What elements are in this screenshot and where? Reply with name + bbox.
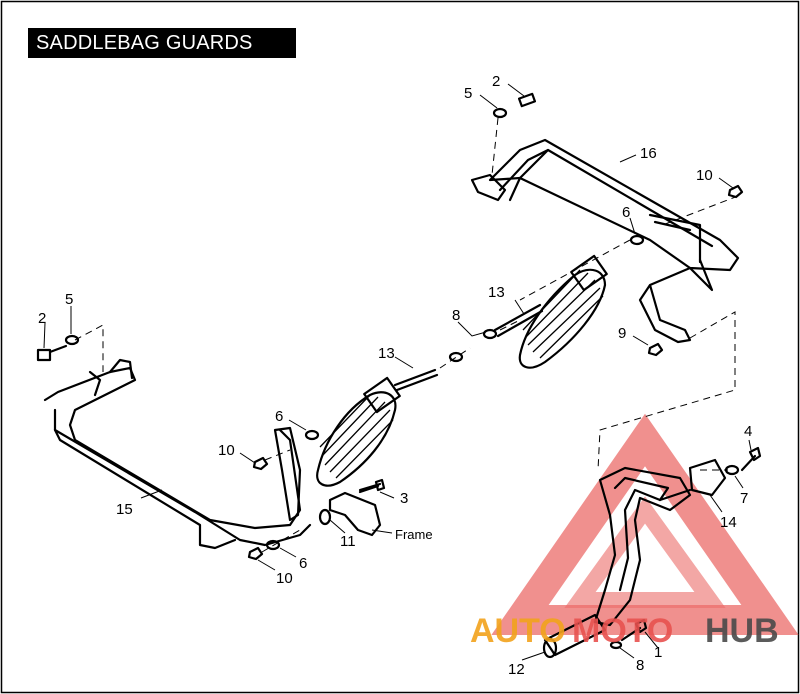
hardware-fasteners bbox=[36, 92, 762, 650]
left-shock-absorber bbox=[316, 368, 439, 487]
frame-mount-bracket bbox=[318, 482, 382, 537]
callout-5-top: 5 bbox=[464, 85, 472, 102]
callout-1: 1 bbox=[654, 644, 662, 661]
callout-14: 14 bbox=[720, 514, 737, 531]
callout-8-bottom: 8 bbox=[636, 657, 644, 674]
right-shock-absorber bbox=[493, 254, 608, 369]
assembly-dash-lines bbox=[74, 117, 739, 553]
callout-6-bottom: 6 bbox=[299, 555, 307, 572]
callout-2-top: 2 bbox=[492, 73, 500, 90]
callout-13-left: 13 bbox=[378, 345, 395, 362]
callout-3: 3 bbox=[400, 490, 408, 507]
lower-mount-bracket bbox=[542, 458, 727, 659]
callout-12: 12 bbox=[508, 661, 525, 678]
callout-16: 16 bbox=[640, 145, 657, 162]
callout-13-right: 13 bbox=[488, 284, 505, 301]
page-title: SADDLEBAG GUARDS bbox=[28, 28, 296, 58]
callout-11: 11 bbox=[340, 533, 356, 550]
callout-4: 4 bbox=[744, 423, 752, 440]
callout-7: 7 bbox=[740, 490, 748, 507]
right-saddlebag-guard bbox=[470, 138, 740, 344]
callout-8-mid: 8 bbox=[452, 307, 460, 324]
watermark-part2: MOTO bbox=[572, 612, 673, 650]
callout-6-right: 6 bbox=[622, 204, 630, 221]
watermark-part3: HUB bbox=[705, 612, 779, 650]
callout-15: 15 bbox=[116, 501, 133, 518]
watermark-part1: AUTO bbox=[470, 612, 566, 650]
callout-leaders bbox=[43, 83, 752, 661]
callout-10-left: 10 bbox=[218, 442, 235, 459]
frame-label: Frame bbox=[395, 527, 433, 542]
callout-5-left: 5 bbox=[65, 291, 73, 308]
callout-10-right: 10 bbox=[696, 167, 713, 184]
watermark-text: AUTO MOTO HUB bbox=[470, 612, 779, 650]
callout-numbers: 2 5 16 10 6 13 8 9 2 5 13 6 10 15 3 11 F… bbox=[38, 73, 752, 678]
callout-9: 9 bbox=[618, 325, 626, 342]
callout-2-left: 2 bbox=[38, 310, 46, 327]
callout-10-bottom: 10 bbox=[276, 570, 293, 587]
callout-6-left: 6 bbox=[275, 408, 283, 425]
left-saddlebag-guard bbox=[43, 358, 312, 550]
